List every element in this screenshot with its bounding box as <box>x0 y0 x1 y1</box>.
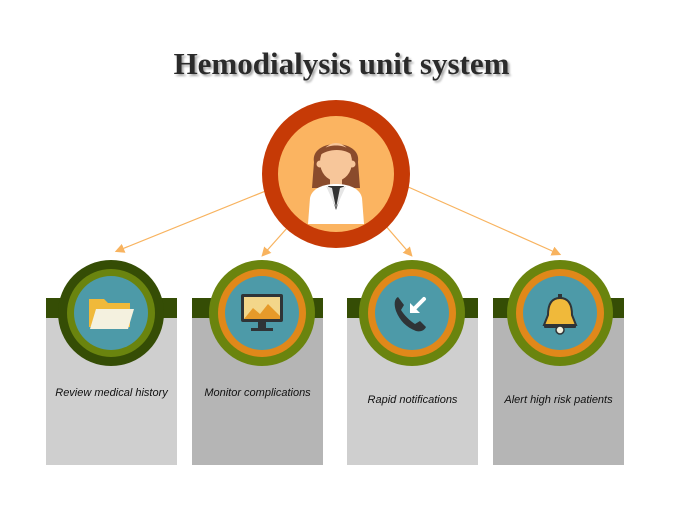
connector-1 <box>114 185 279 253</box>
icon-ring-4 <box>507 260 613 366</box>
icon-ring-3 <box>359 260 465 366</box>
folder-icon <box>89 299 134 329</box>
card-label-4: Alert high risk patients <box>504 394 613 406</box>
doctor-icon <box>308 143 364 224</box>
phone-call-icon <box>394 297 426 332</box>
monitor-chart-icon <box>241 294 283 331</box>
hub-circle <box>262 100 410 248</box>
card-label-2: Monitor complications <box>204 387 311 399</box>
connector-4 <box>396 181 562 256</box>
card-label-1: Review medical history <box>55 387 168 399</box>
icon-ring-1 <box>58 260 164 366</box>
card-label-3: Rapid notifications <box>367 394 458 406</box>
icon-ring-2 <box>209 260 315 366</box>
diagram-title: Hemodialysis unit system <box>173 46 510 81</box>
bell-icon <box>542 294 578 335</box>
